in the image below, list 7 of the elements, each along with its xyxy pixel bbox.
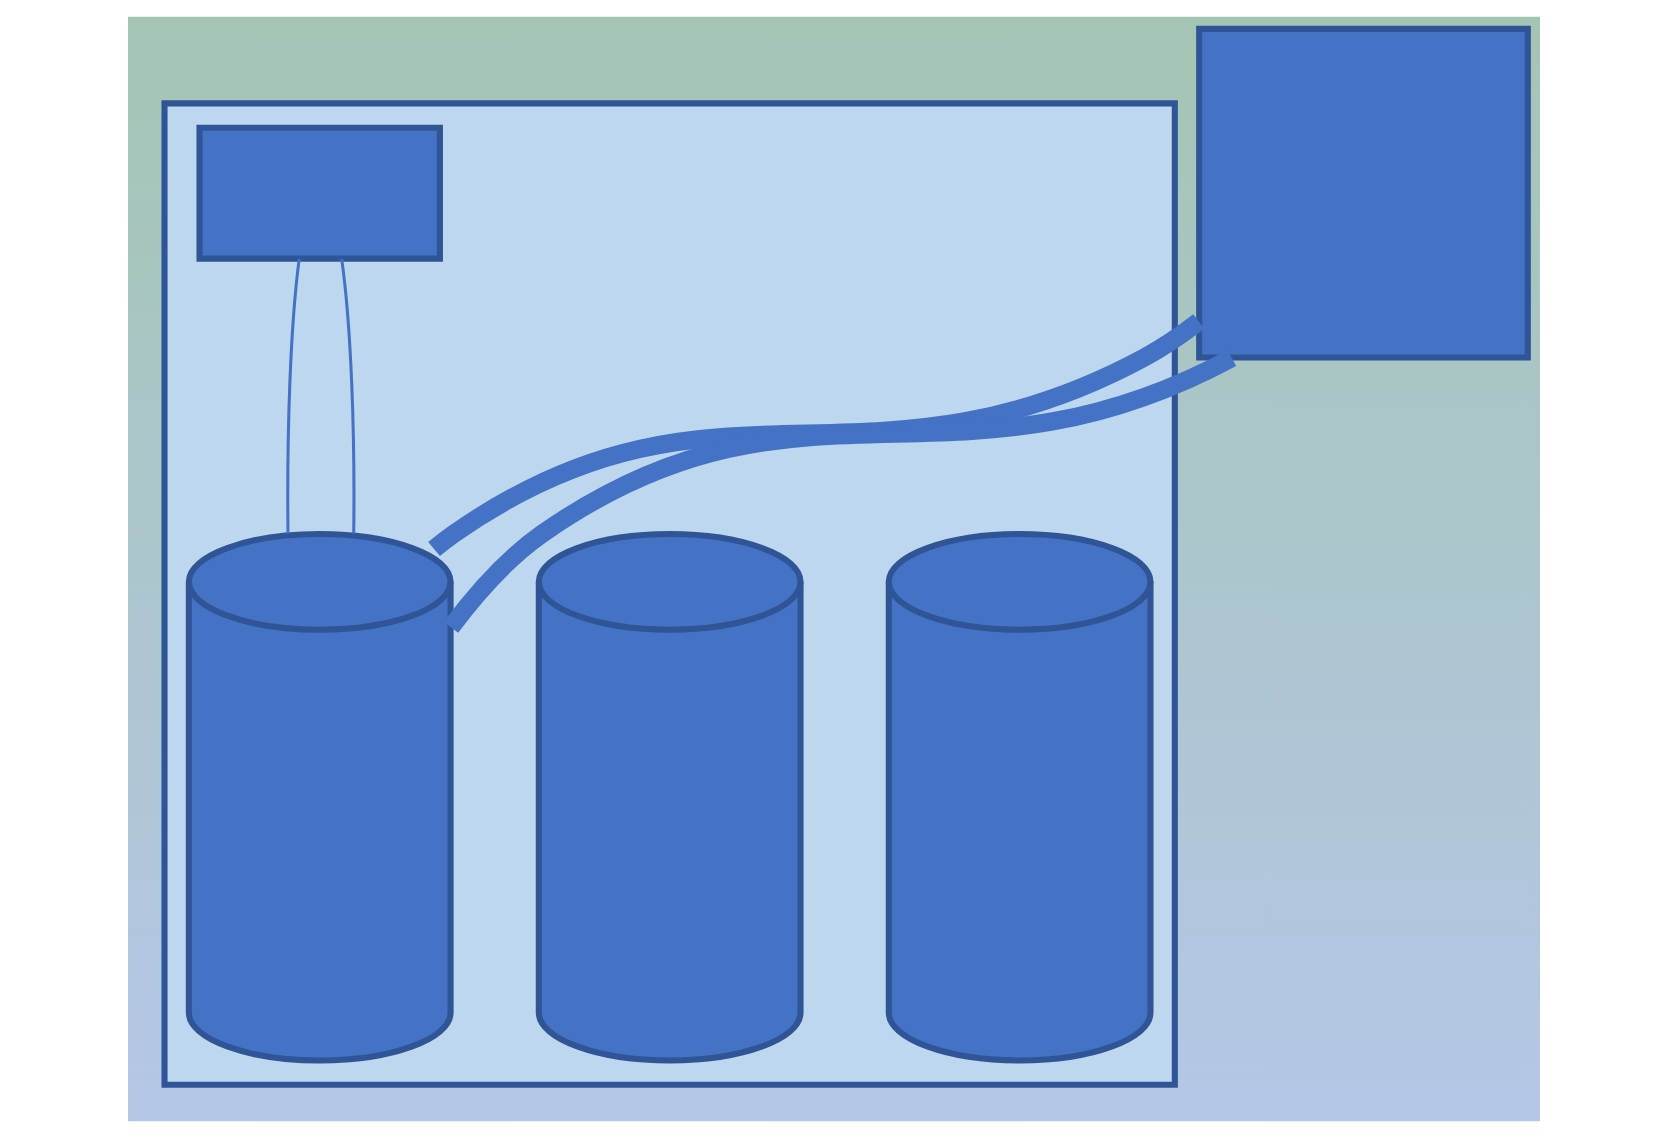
node-box <box>1195 25 1530 361</box>
connector <box>442 349 1235 633</box>
node-box <box>195 124 442 262</box>
cluster <box>160 100 1177 1088</box>
connector <box>427 314 1204 557</box>
connector <box>285 258 300 534</box>
connector <box>339 258 355 534</box>
